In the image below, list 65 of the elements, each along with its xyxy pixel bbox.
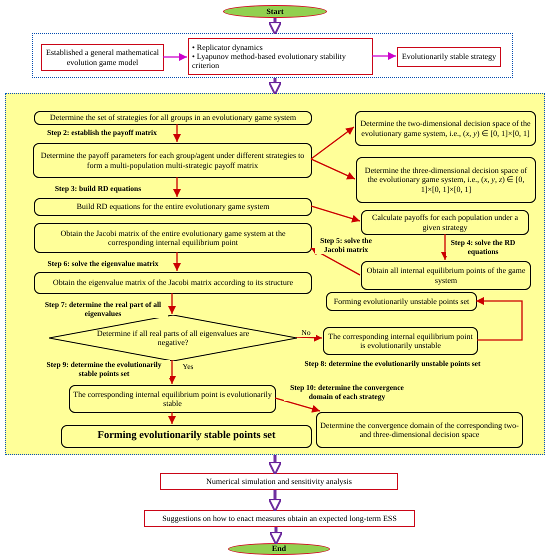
box-text: Numerical simulation and sensitivity analysis (206, 476, 352, 486)
process-box (361, 261, 531, 290)
box-text: Suggestions on how to enact measures obtain an expected long-term ESS (162, 514, 397, 524)
box-text: Obtain all internal equilibrium points of the game system (366, 266, 526, 285)
arrow (168, 412, 176, 424)
process-box (61, 425, 312, 448)
terminal-label: End (272, 544, 286, 554)
dotted-group-box (32, 33, 513, 78)
arrow (268, 455, 282, 476)
arrow (168, 293, 176, 314)
process-box (356, 157, 536, 203)
terminal-label: Start (266, 6, 284, 16)
process-box (361, 210, 529, 235)
arrow (269, 527, 283, 546)
arrow (268, 18, 282, 36)
box-text: Established a general mathematical evolution game model (45, 48, 160, 67)
process-box (355, 111, 536, 146)
arrow (173, 252, 181, 271)
box-text: Build RD equations for the entire evolutionary game system (76, 202, 270, 212)
box-text: Determine if all real parts of all eigenvalues are negative? (96, 328, 250, 348)
process-box (397, 47, 501, 67)
dotted-group-panel (5, 93, 545, 455)
process-box (34, 272, 312, 294)
arrow (163, 53, 187, 61)
arrow (268, 490, 282, 512)
arrow (372, 52, 396, 60)
bullet-item: • Replicator dynamics (192, 42, 263, 52)
arrow (310, 247, 360, 276)
arrow (168, 360, 176, 384)
box-text: Determine the three-dimensional decision space of the evolutionary game system, i.e., (x, y, z) ∈ [0, 1]×[0, 1]×[0, 1] (364, 166, 528, 194)
bullet-item: • Lyapunov method-based evolutionary stability criterion (192, 52, 347, 70)
box-text: Forming evolutionarily unstable points set (334, 296, 470, 306)
arrow (310, 126, 354, 160)
arrow (268, 78, 282, 96)
arrow (274, 397, 320, 413)
box-text: Determine the convergence domain of the corresponding two- and three-dimensional decision space (320, 420, 519, 440)
arrow (173, 124, 181, 142)
arrow (296, 334, 322, 342)
box-text: Calculate payoffs for each population under a given strategy (370, 213, 520, 232)
arrow (310, 205, 360, 222)
arrow (476, 297, 523, 341)
arrow (173, 177, 181, 197)
box-text: The corresponding internal equilibrium point is evolutionarily unstable (327, 332, 474, 350)
box-text: Obtain the eigenvalue matrix of the Jacobi matrix according to its structure (52, 278, 294, 288)
box-text: Obtain the Jacobi matrix of the entire evolutionary game system at the corresponding internal equilibrium point (59, 228, 287, 248)
box-text: The corresponding internal equilibrium point is evolutionarily stable (73, 390, 272, 408)
process-box (160, 473, 398, 490)
box-text: Forming evolutionarily stable points set (98, 430, 276, 443)
bullet-list-box (188, 38, 373, 75)
process-box (34, 198, 312, 216)
process-box (69, 385, 276, 413)
process-box (34, 223, 312, 253)
process-box (34, 111, 312, 125)
process-box (33, 143, 312, 178)
box-text: Determine the payoff parameters for each group/agent under different strategies to form a multi-population multi-strategic payoff matrix (40, 151, 306, 170)
box-text: Determine the set of strategies for all groups in an evolutionary game system (50, 113, 296, 123)
process-box (144, 510, 415, 527)
process-box (316, 412, 523, 448)
process-box (326, 292, 477, 311)
arrow (310, 158, 356, 180)
process-box (41, 44, 164, 71)
process-box (323, 327, 478, 355)
arrow (441, 234, 449, 260)
box-text: Determine the two-dimensional decision space of the evolutionary game system, i.e., (x, y) ∈ [0, 1]×[0, 1] (359, 119, 532, 138)
box-text: Evolutionarily stable strategy (402, 52, 496, 62)
